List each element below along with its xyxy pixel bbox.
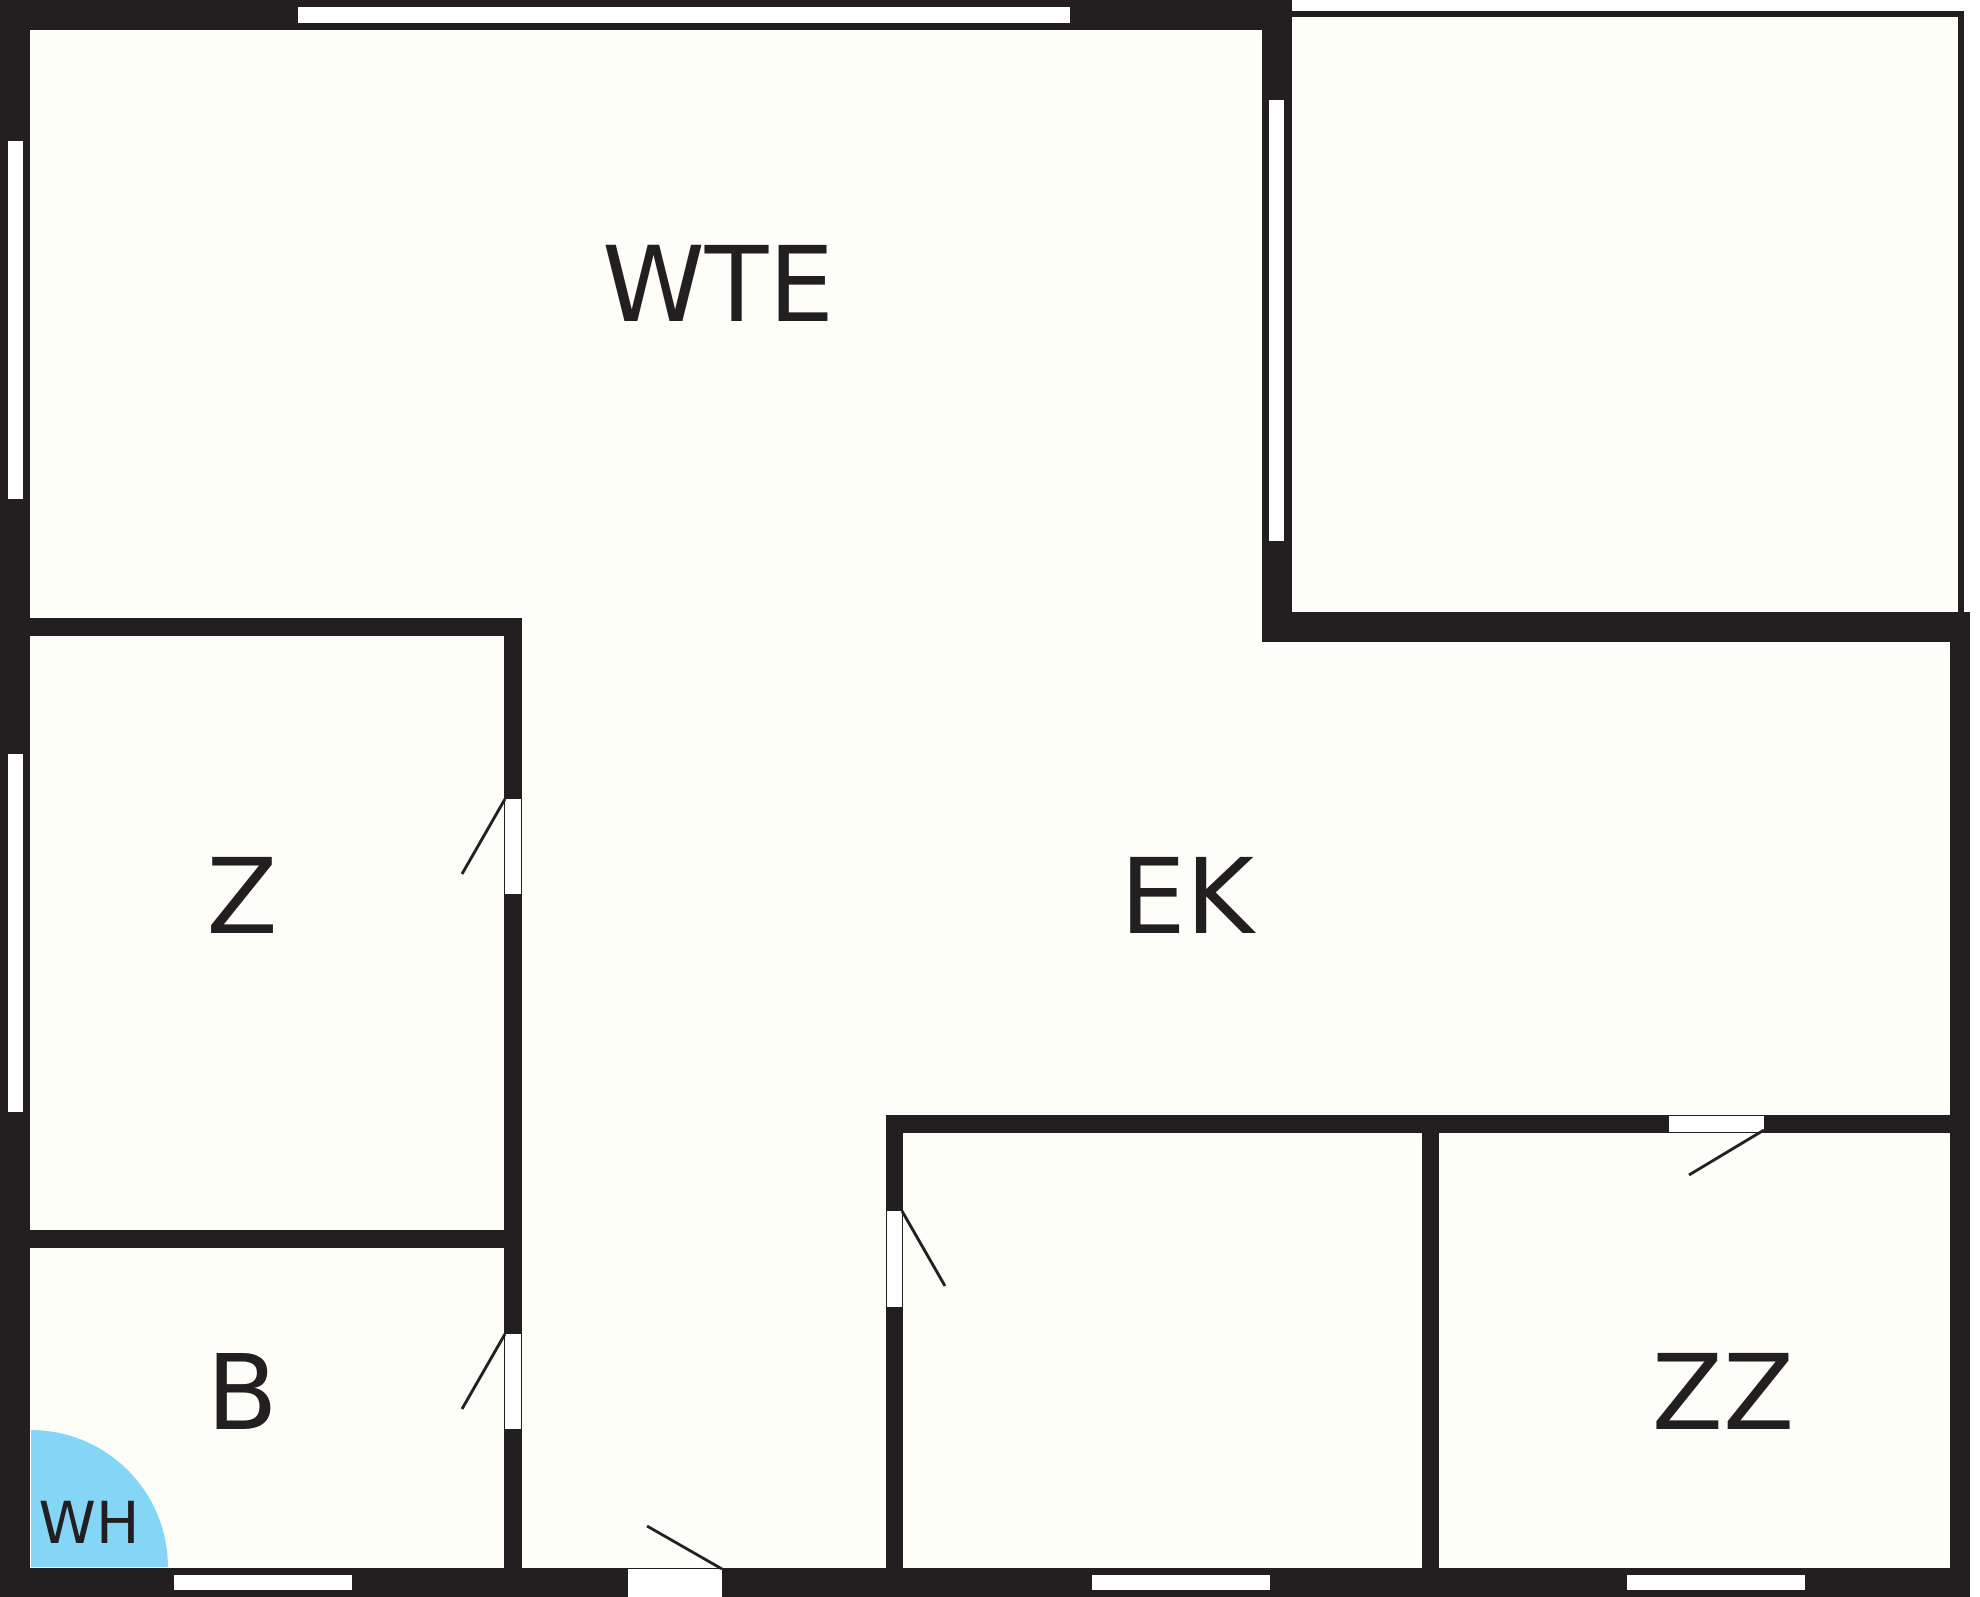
door-opening-z [505, 799, 521, 894]
door-opening-zz [1669, 1116, 1764, 1132]
room-z-floor [30, 636, 504, 1230]
room-label-z: Z [206, 836, 277, 958]
room-middle-floor [903, 1133, 1422, 1568]
door-openings [505, 799, 1764, 1597]
room-label-b: B [206, 1332, 277, 1454]
door-leaf-b [460, 1333, 507, 1410]
window-balcony-door [1269, 100, 1284, 541]
balcony-right-rail [1958, 11, 1964, 614]
door-opening-b [505, 1334, 521, 1429]
wall-middle-zz [1422, 1115, 1439, 1597]
wall-hall-left [504, 618, 522, 1597]
door-opening-middle [887, 1211, 902, 1307]
room-wte-floor [30, 29, 1262, 628]
window-left-upper [8, 141, 23, 499]
wall-ek-top [1262, 612, 1970, 642]
balcony-top-rail [1290, 11, 1964, 17]
wall-z-top [0, 618, 522, 636]
room-label-ek: EK [1120, 836, 1257, 958]
room-label-wh: WH [39, 1489, 140, 1557]
balcony-railing [1290, 11, 1964, 614]
door-leaf-zz [1688, 1128, 1765, 1177]
window-left-lower [8, 754, 23, 1112]
door-leaf-middle [900, 1210, 947, 1287]
window-bottom-zz [1627, 1575, 1805, 1590]
floor-areas [30, 17, 1962, 1568]
room-label-wte: WTE [602, 224, 834, 346]
water-heater-icon [31, 1430, 168, 1567]
door-leaf-entrance [646, 1524, 723, 1571]
window-bottom-b [174, 1575, 352, 1590]
door-leaf-z [460, 798, 507, 875]
door-opening-entrance [628, 1569, 722, 1597]
wall-z-b [0, 1230, 522, 1248]
room-label-zz: ZZ [1652, 1332, 1795, 1454]
window-top [298, 7, 1070, 23]
balcony-floor [1290, 17, 1962, 612]
wall-middle-left [886, 1115, 903, 1597]
room-labels: WTE EK Z B ZZ WH [39, 224, 1795, 1557]
windows [8, 7, 1805, 1590]
hall-floor [520, 628, 886, 1568]
door-leaves [460, 798, 1765, 1571]
window-bottom-middle [1092, 1575, 1270, 1590]
wall-outer-right [1950, 612, 1970, 1597]
room-zz-floor [1439, 1133, 1950, 1568]
